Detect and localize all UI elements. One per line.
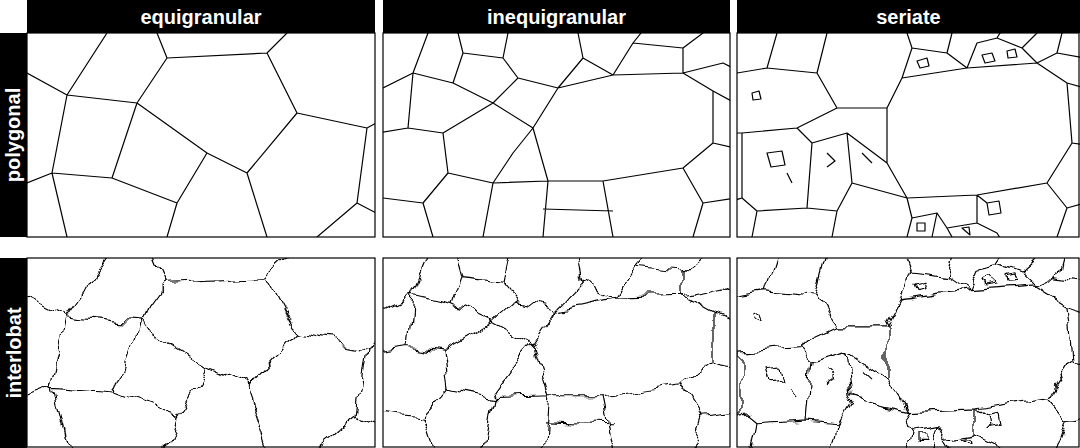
column-label: seriate [876, 7, 941, 27]
row-label: polygonal [4, 88, 24, 182]
row-header-band: interlobat [0, 258, 27, 448]
grain-panel [383, 33, 730, 237]
column-label: inequigranular [487, 7, 626, 27]
grain-panel [383, 258, 730, 448]
row-header-band: polygonal [0, 33, 27, 237]
column-header-band: seriate [737, 0, 1080, 33]
grain-panel [737, 258, 1080, 448]
column-label: equigranular [140, 7, 261, 27]
column-header-band: equigranular [27, 0, 375, 33]
grain-panel [27, 258, 375, 448]
panel-frames [27, 33, 1079, 447]
column-header-band: inequigranular [383, 0, 730, 33]
row-label: interlobat [4, 307, 24, 398]
grain-panel [27, 33, 375, 237]
grain-panel [737, 33, 1080, 237]
